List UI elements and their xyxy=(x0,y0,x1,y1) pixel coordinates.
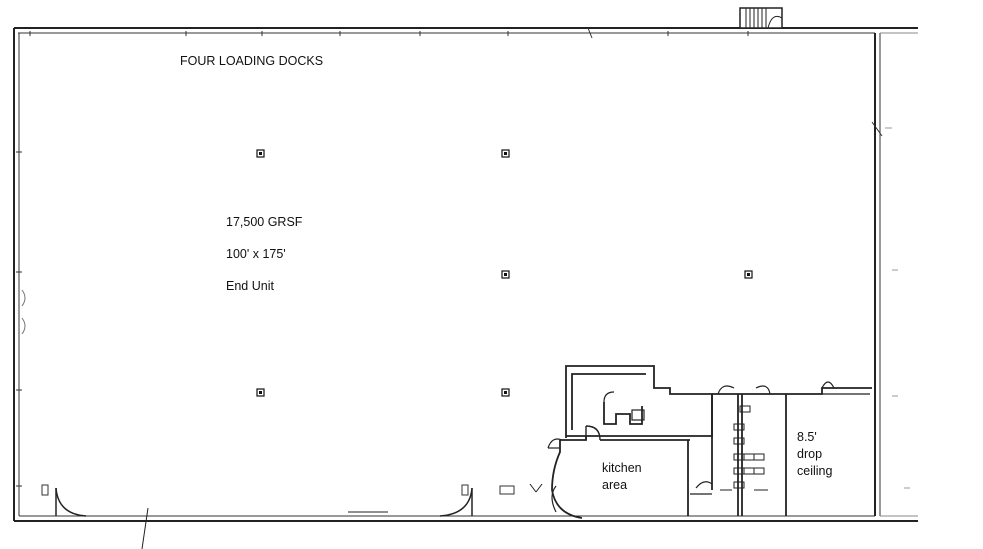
column-marker xyxy=(256,388,265,397)
side-door-arcs xyxy=(21,289,26,335)
wall-ticks xyxy=(16,27,883,487)
columns xyxy=(256,149,753,397)
area-label: 17,500 GRSF xyxy=(226,215,303,229)
column-marker xyxy=(256,149,265,158)
column-marker xyxy=(744,270,753,279)
kitchen-label-line2: area xyxy=(602,478,627,492)
end-unit-label: End Unit xyxy=(226,279,274,293)
ceiling-label-line2: drop xyxy=(797,447,822,461)
kitchen-label-line1: kitchen xyxy=(602,461,642,475)
column-marker xyxy=(501,388,510,397)
dock-doors xyxy=(41,483,543,549)
outer-walls xyxy=(13,27,918,522)
stair-icon xyxy=(739,7,783,29)
loading-docks-label: FOUR LOADING DOCKS xyxy=(180,54,323,68)
ceiling-label-line1: 8.5' xyxy=(797,430,817,444)
ceiling-label-line3: ceiling xyxy=(797,464,832,478)
dimensions-label: 100' x 175' xyxy=(226,247,286,261)
office-block xyxy=(547,365,872,519)
column-marker xyxy=(501,149,510,158)
right-ticks xyxy=(885,127,910,489)
column-marker xyxy=(501,270,510,279)
